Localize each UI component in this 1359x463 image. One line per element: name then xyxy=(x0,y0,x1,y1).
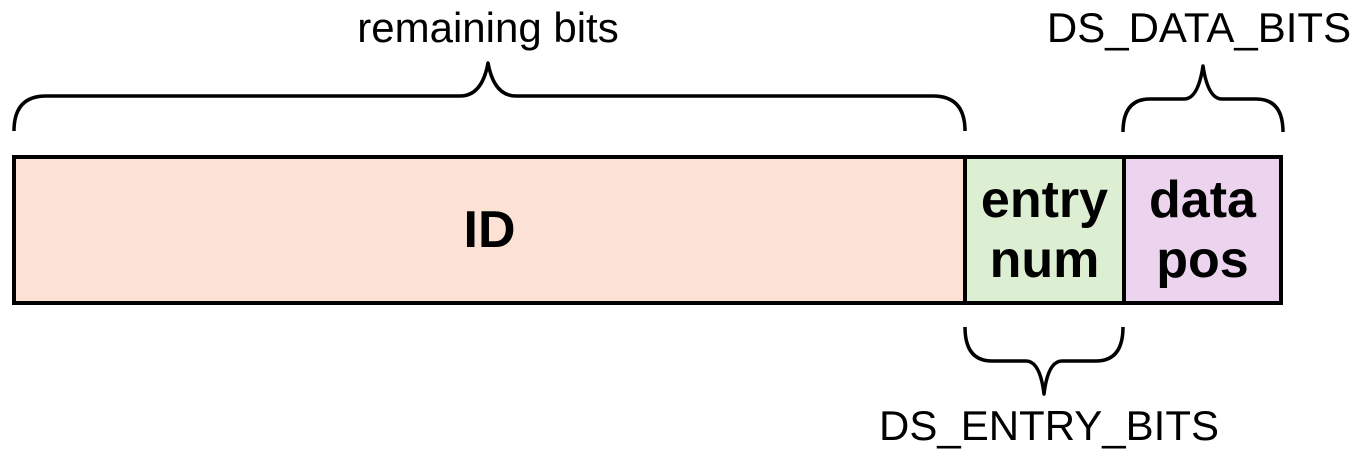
segment-data-pos-label-line2: pos xyxy=(1156,231,1249,289)
segment-id-label: ID xyxy=(463,201,516,259)
bitfield-bar: ID entry num data pos xyxy=(12,155,1283,305)
ds-data-bits-label: DS_DATA_BITS xyxy=(1046,4,1352,51)
ds-entry-bits-label: DS_ENTRY_BITS xyxy=(879,402,1219,449)
ds-entry-bits-brace xyxy=(963,326,1125,396)
remaining-bits-brace xyxy=(12,61,967,132)
remaining-bits-label: remaining bits xyxy=(357,4,619,51)
segment-entry-num: entry num xyxy=(963,159,1122,301)
segment-entry-num-label-line1: entry xyxy=(980,171,1109,229)
segment-data-pos-label-line1: data xyxy=(1149,171,1256,229)
ds-data-bits-brace xyxy=(1121,64,1285,133)
segment-entry-num-label-line2: num xyxy=(989,231,1100,289)
segment-id: ID xyxy=(16,159,963,301)
segment-data-pos: data pos xyxy=(1122,159,1279,301)
